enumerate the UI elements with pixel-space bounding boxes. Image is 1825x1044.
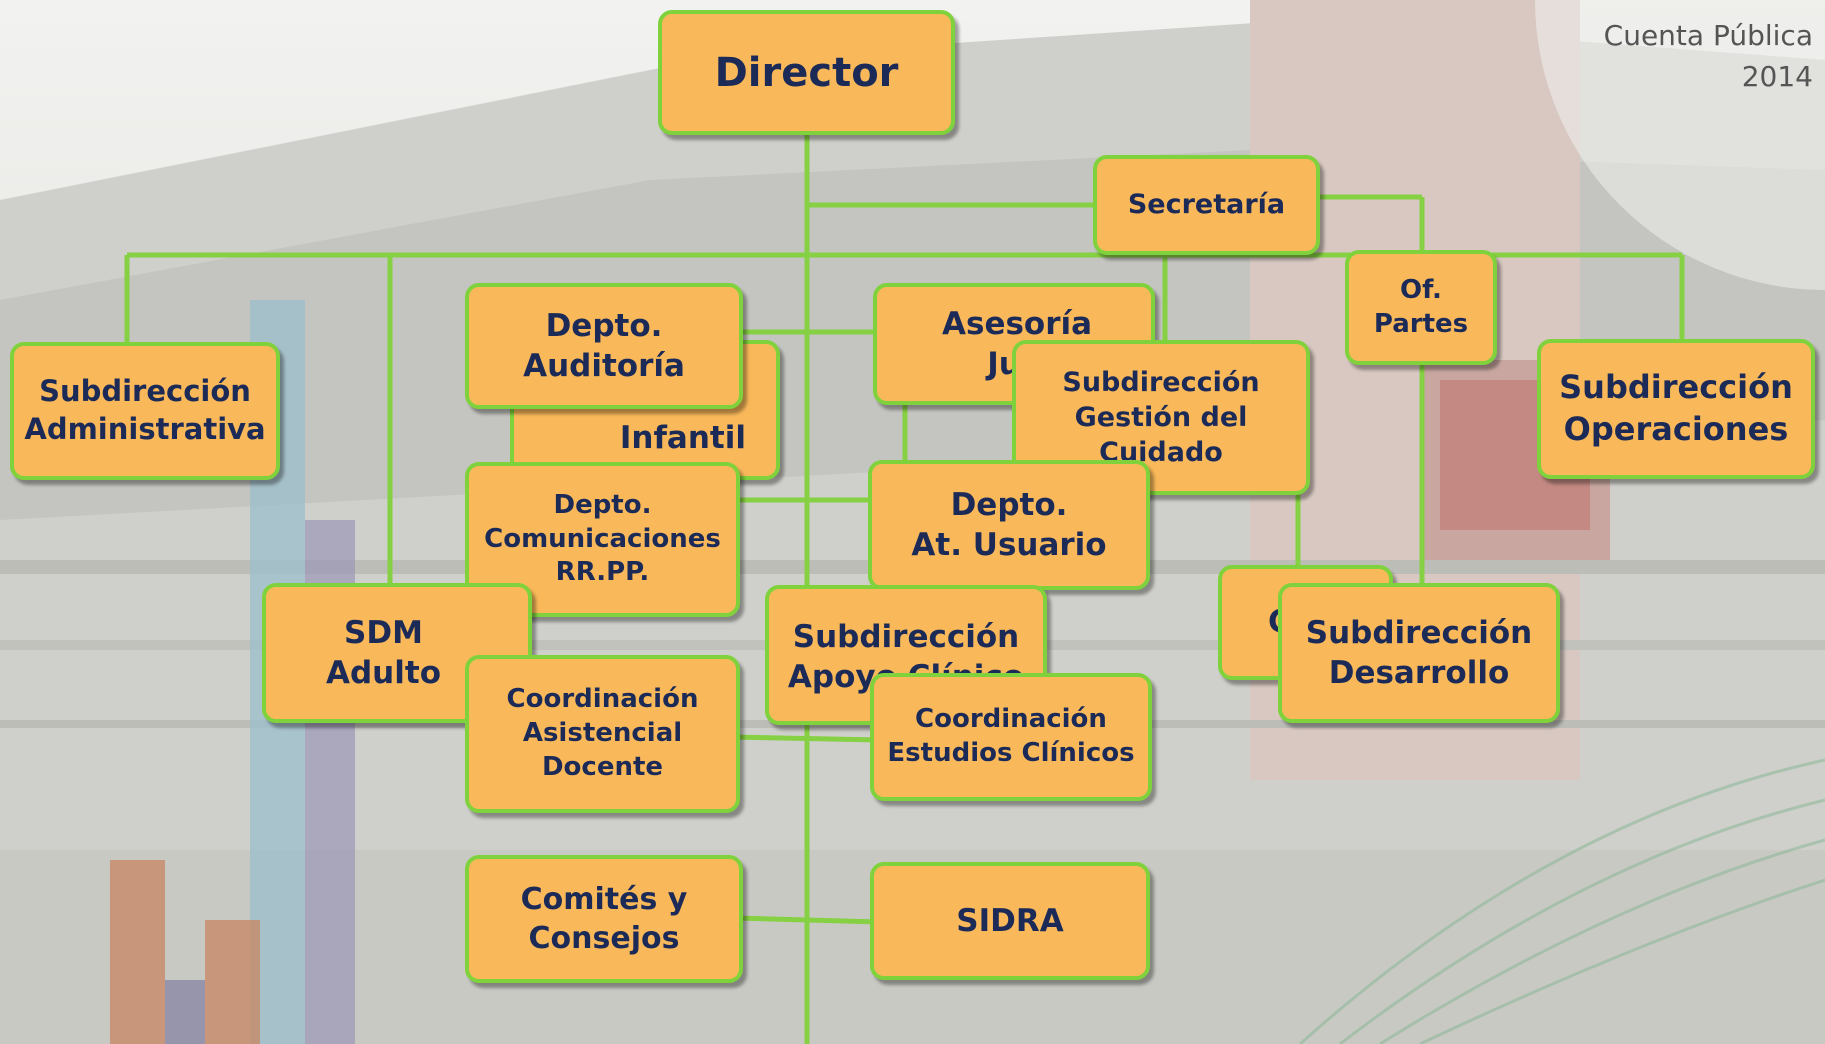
node-comites-consejos: Comités y Consejos [465, 855, 743, 983]
node-subdireccion-administrativa: Subdirección Administrativa [10, 342, 280, 480]
node-depto-auditoria: Depto. Auditoría [465, 283, 743, 409]
node-coordinacion-asistencial-docente: Coordinación Asistencial Docente [465, 655, 740, 813]
node-coordinacion-estudios-clinicos: Coordinación Estudios Clínicos [870, 673, 1152, 801]
node-depto-at-usuario: Depto. At. Usuario [868, 460, 1150, 590]
node-subdireccion-desarrollo: Subdirección Desarrollo [1278, 583, 1560, 723]
node-of-partes: Of. Partes [1345, 250, 1497, 365]
node-sidra: SIDRA [870, 862, 1150, 980]
node-secretaria: Secretaría [1093, 155, 1320, 255]
node-director: Director [658, 10, 955, 135]
report-title: Cuenta Pública [1603, 19, 1813, 52]
report-year: 2014 [1741, 59, 1813, 93]
report-heading: Cuenta Pública 2014 [1604, 16, 1813, 97]
node-subdireccion-operaciones: Subdirección Operaciones [1537, 339, 1815, 479]
